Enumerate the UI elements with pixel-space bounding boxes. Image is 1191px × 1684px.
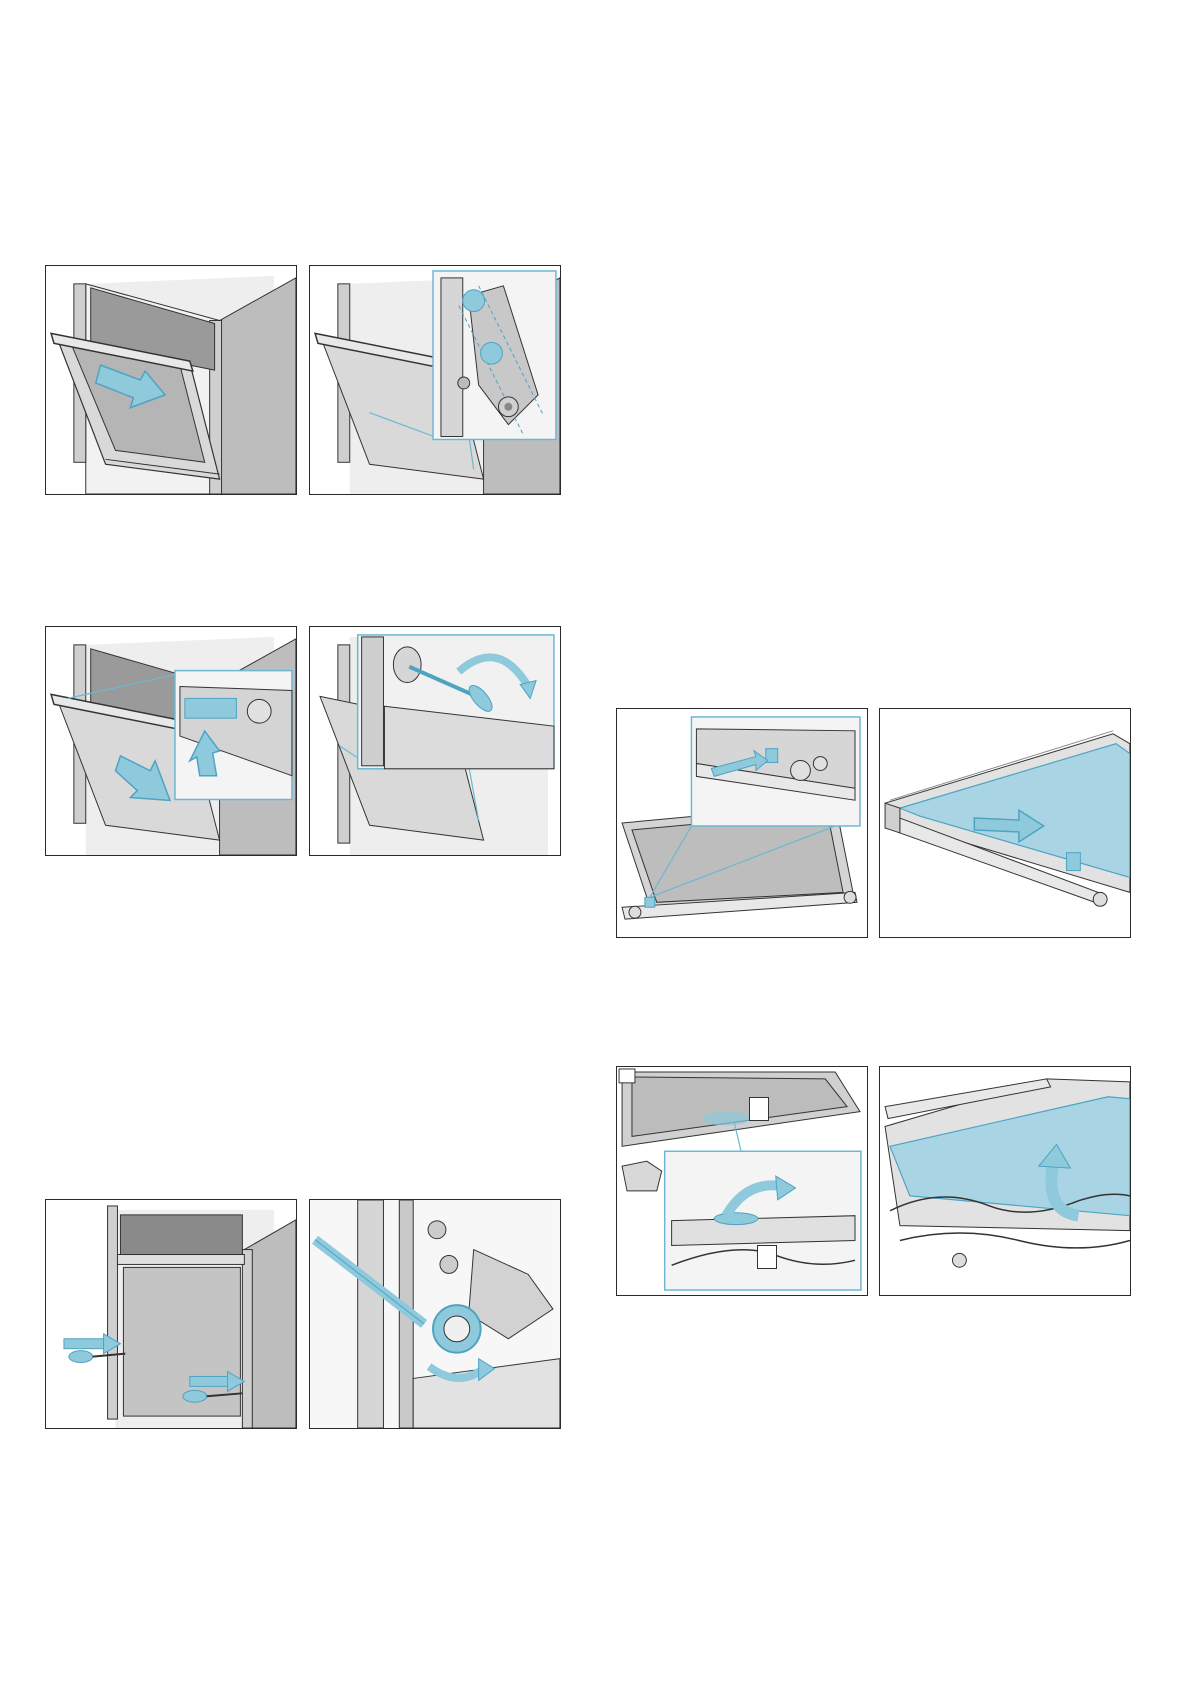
callout-number-box-bottom xyxy=(757,1245,777,1269)
figure-glass-clip xyxy=(616,708,868,938)
figure-glass-lift xyxy=(879,1066,1131,1296)
figure-hinge-detail xyxy=(309,265,561,495)
door-screws-illustration xyxy=(46,1200,296,1428)
figure-hinge-lever xyxy=(45,626,297,856)
figure-screwdriver-rotate xyxy=(309,626,561,856)
screwdriver-rotate-illustration xyxy=(310,627,560,855)
door-open-illustration xyxy=(46,266,296,494)
figure-door-screws xyxy=(45,1199,297,1429)
figure-door-open xyxy=(45,265,297,495)
figure-glass-holder xyxy=(616,1066,868,1296)
glass-clip-illustration xyxy=(617,709,867,937)
figure-hinge-screw-rotate xyxy=(309,1199,561,1429)
glass-slide-illustration xyxy=(880,709,1130,937)
hinge-screw-rotate-illustration xyxy=(310,1200,560,1428)
glass-holder-illustration xyxy=(617,1067,867,1295)
hinge-lever-illustration xyxy=(46,627,296,855)
hinge-detail-illustration xyxy=(310,266,560,494)
glass-lift-illustration xyxy=(880,1067,1130,1295)
figure-glass-slide xyxy=(879,708,1131,938)
callout-number-box-top xyxy=(749,1097,769,1121)
